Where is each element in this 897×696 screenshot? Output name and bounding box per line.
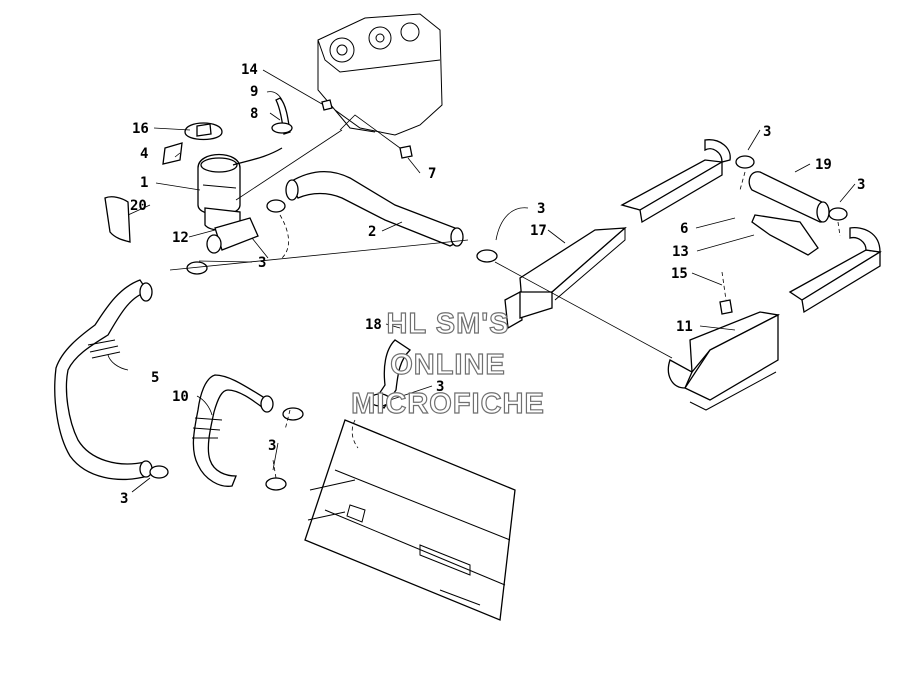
callout-18: 18 <box>365 317 382 333</box>
watermark-line-3: MICROFICHE <box>351 388 545 420</box>
callout-3b: 3 <box>537 201 545 217</box>
callout-11: 11 <box>676 319 693 335</box>
callout-3g: 3 <box>120 491 128 507</box>
lower-coolant-hose-left <box>54 279 150 481</box>
assembly-lines <box>169 114 841 479</box>
callout-3a: 3 <box>258 255 266 271</box>
leader-lines <box>107 69 856 493</box>
callout-6: 6 <box>680 221 688 237</box>
lower-coolant-hose-center <box>192 374 269 487</box>
callout-19: 19 <box>815 157 832 173</box>
callout-13: 13 <box>672 244 689 260</box>
callout-16: 16 <box>132 121 149 137</box>
engine-block <box>317 13 443 136</box>
tunnel-plate <box>304 419 516 621</box>
callout-3f: 3 <box>268 438 276 454</box>
fitting-small <box>321 99 333 111</box>
watermark: HL SM'S ONLINE MICROFICHE <box>351 307 545 420</box>
heat-exchanger-right <box>620 139 882 314</box>
callout-7: 7 <box>428 166 436 182</box>
callout-15: 15 <box>671 266 688 282</box>
callout-14: 14 <box>241 62 258 78</box>
callout-3d: 3 <box>857 177 865 193</box>
hose-clamp-small <box>271 122 293 134</box>
watermark-line-1: HL SM'S <box>387 308 510 340</box>
hose-clamps <box>149 155 848 491</box>
callout-3c: 3 <box>763 124 771 140</box>
callout-8: 8 <box>250 106 258 122</box>
callout-17: 17 <box>530 223 547 239</box>
callout-5: 5 <box>151 370 159 386</box>
heat-exchanger-rear <box>667 311 781 411</box>
fastener <box>719 271 733 315</box>
callout-2: 2 <box>368 224 376 240</box>
coolant-tank <box>197 147 283 254</box>
callout-9: 9 <box>250 84 258 100</box>
callout-1: 1 <box>140 175 148 191</box>
radiator-cap <box>184 122 223 141</box>
fitting <box>399 145 413 159</box>
heat-shield-wrap <box>104 196 131 243</box>
callout-labels: 1 2 3 3 3 3 3 3 3 4 5 6 7 8 9 10 11 12 1… <box>120 62 865 507</box>
callout-20: 20 <box>130 198 147 214</box>
mounting-bracket <box>751 214 819 256</box>
watermark-line-2: ONLINE <box>390 349 506 381</box>
callout-4: 4 <box>140 146 148 162</box>
callout-12: 12 <box>172 230 189 246</box>
decal <box>162 142 183 165</box>
heat-exchanger-center <box>504 226 627 330</box>
hose-bypass <box>374 339 412 409</box>
callout-3e: 3 <box>436 379 444 395</box>
callout-10: 10 <box>172 389 189 405</box>
